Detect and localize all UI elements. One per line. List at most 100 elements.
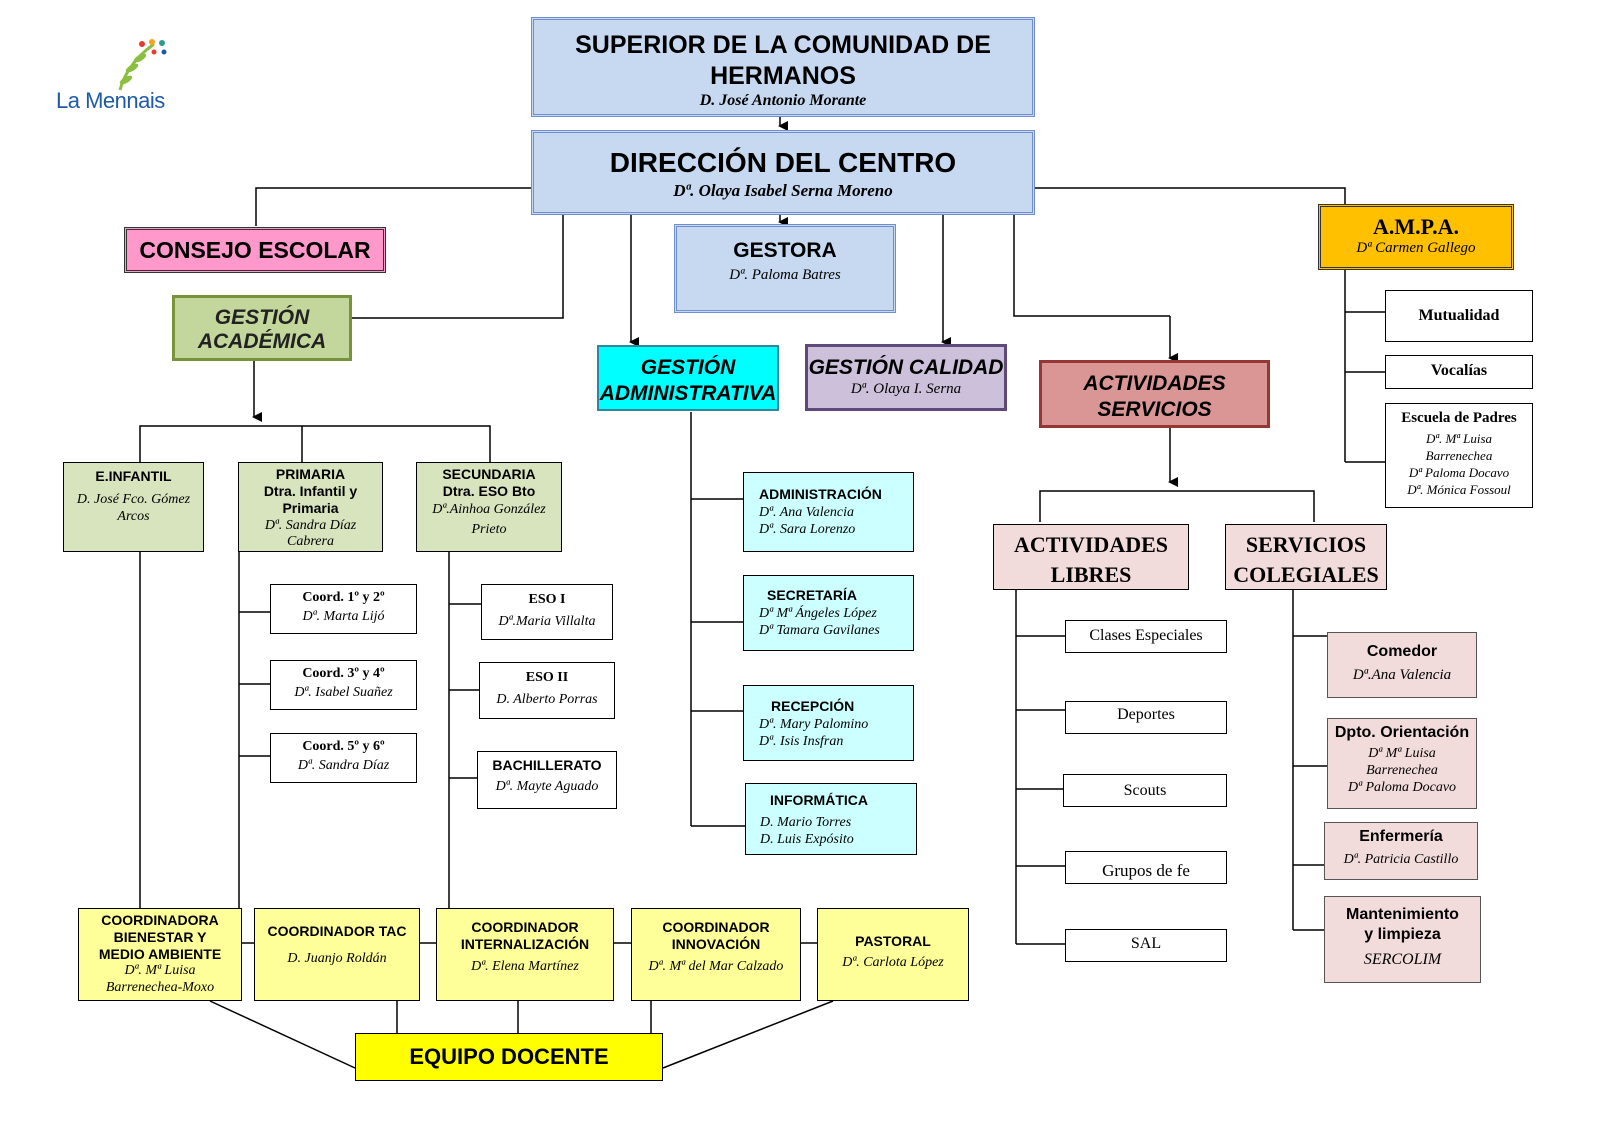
libres-item-label: Grupos de fe xyxy=(1102,861,1190,880)
coordinador-internalizacion-box: COORDINADOR INTERNALIZACIÓN Dª. Elena Ma… xyxy=(436,908,614,1001)
actividades-servicios-box: ACTIVIDADES SERVICIOS xyxy=(1039,360,1270,428)
gestion-calidad-box: GESTIÓN CALIDAD Dª. Olaya I. Serna xyxy=(805,344,1007,411)
libres-item-sal: SAL xyxy=(1065,929,1227,962)
direccion-person: Dª. Olaya Isabel Serna Moreno xyxy=(673,181,893,200)
mutualidad-label: Mutualidad xyxy=(1418,307,1500,324)
informatica-p1: D. Mario Torres xyxy=(760,815,852,830)
coordinador-tac-box: COORDINADOR TAC D. Juanjo Roldán xyxy=(254,908,420,1001)
secretaria-p2: Dª Tamara Gavilanes xyxy=(759,623,880,638)
libres-item-deportes: Deportes xyxy=(1065,701,1227,734)
escuela-padres-box: Escuela de Padres Dª. Mª Luisa Barrenech… xyxy=(1385,403,1533,508)
gestion-academica-box: GESTIÓN ACADÉMICA xyxy=(172,295,352,361)
gestion-calidad-title: GESTIÓN CALIDAD xyxy=(808,356,1004,379)
recepcion-p1: Dª. Mary Palomino xyxy=(759,717,869,732)
infantil-p1: D. José Fco. Gómez xyxy=(76,492,191,507)
actividades-libres-box: ACTIVIDADES LIBRES xyxy=(993,524,1189,590)
eso-1-person: Dª.Maria Villalta xyxy=(498,614,596,629)
eso-1-box: ESO I Dª.Maria Villalta xyxy=(481,584,613,640)
mantenimiento-p1: SERCOLIM xyxy=(1363,951,1442,968)
secundaria-t2: Dtra. ESO Bto xyxy=(442,483,536,499)
libres-item-label: Deportes xyxy=(1117,706,1175,723)
informatica-title: INFORMÁTICA xyxy=(770,792,868,808)
pastoral-p1: Dª. Carlota López xyxy=(842,955,944,970)
coord-innov-t1: COORDINADOR xyxy=(662,919,770,935)
recepcion-p2: Dª. Isis Insfran xyxy=(759,734,844,749)
actividades-servicios-line1: ACTIVIDADES xyxy=(1083,372,1226,395)
coord-3-person: Dª. Sandra Díaz xyxy=(297,758,390,773)
administracion-title: ADMINISTRACIÓN xyxy=(759,486,882,502)
coord-intern-p1: Dª. Elena Martínez xyxy=(471,959,579,974)
ampa-person: Dª Carmen Gallego xyxy=(1356,240,1476,256)
coord-primaria-3-box: Coord. 5º y 6º Dª. Sandra Díaz xyxy=(270,733,417,783)
mantenimiento-t1: Mantenimiento xyxy=(1346,906,1459,923)
coord-1-person: Dª. Marta Lijó xyxy=(302,609,385,624)
mantenimiento-box: Mantenimiento y limpieza SERCOLIM xyxy=(1324,896,1481,983)
enfermeria-title: Enfermería xyxy=(1359,828,1443,845)
coord-primaria-1-box: Coord. 1º y 2º Dª. Marta Lijó xyxy=(270,584,417,634)
primaria-p1: Dª. Sandra Díaz xyxy=(264,518,357,533)
coord-tac-t1: COORDINADOR TAC xyxy=(267,923,407,939)
equipo-docente-box: EQUIPO DOCENTE xyxy=(355,1033,663,1081)
libres-item-label: Scouts xyxy=(1123,782,1167,799)
comedor-p1: Dª.Ana Valencia xyxy=(1352,667,1452,683)
orientacion-p3: Dª Paloma Docavo xyxy=(1347,780,1457,795)
bachillerato-title: BACHILLERATO xyxy=(492,757,602,773)
mutualidad-box: Mutualidad xyxy=(1385,290,1533,342)
vocalias-box: Vocalías xyxy=(1385,355,1533,389)
coordinadora-bienestar-box: COORDINADORA BIENESTAR Y MEDIO AMBIENTE … xyxy=(78,908,242,1001)
gestion-administrativa-line2: ADMINISTRATIVA xyxy=(599,382,777,405)
coord-2-person: Dª. Isabel Suañez xyxy=(294,685,393,700)
recepcion-box: RECEPCIÓN Dª. Mary Palomino Dª. Isis Ins… xyxy=(743,685,914,761)
coord-innov-p1: Dª. Mª del Mar Calzado xyxy=(648,959,784,974)
servicios-colegiales-line1: SERVICIOS xyxy=(1245,532,1367,557)
secundaria-p2: Prieto xyxy=(471,522,507,537)
secundaria-t1: SECUNDARIA xyxy=(442,466,536,482)
infantil-title: E.INFANTIL xyxy=(95,468,172,484)
coord-3-title: Coord. 5º y 6º xyxy=(302,739,385,754)
eso-2-person: D. Alberto Porras xyxy=(496,692,598,707)
gestion-calidad-person: Dª. Olaya I. Serna xyxy=(850,381,962,397)
mantenimiento-t2: y limpieza xyxy=(1364,926,1441,943)
gestion-academica-line1: GESTIÓN xyxy=(214,306,310,329)
enfermeria-p1: Dª. Patricia Castillo xyxy=(1343,852,1459,867)
gestora-person: Dª. Paloma Batres xyxy=(729,267,841,283)
bachillerato-person: Dª. Mayte Aguado xyxy=(495,779,599,794)
primaria-p2: Cabrera xyxy=(287,534,334,549)
coord-bienestar-p1: Dª. Mª Luisa xyxy=(124,963,196,978)
la-mennais-logo xyxy=(118,39,167,91)
servicios-colegiales-line2: COLEGIALES xyxy=(1233,562,1379,587)
enfermeria-box: Enfermería Dª. Patricia Castillo xyxy=(1324,822,1478,880)
secretaria-title: SECRETARÍA xyxy=(767,587,857,603)
libres-item-grupos: Grupos de fe xyxy=(1065,851,1227,884)
administracion-p1: Dª. Ana Valencia xyxy=(759,505,854,520)
secundaria-box: SECUNDARIA Dtra. ESO Bto Dª.Ainhoa Gonzá… xyxy=(416,462,562,552)
administracion-p2: Dª. Sara Lorenzo xyxy=(759,522,856,537)
coord-1-title: Coord. 1º y 2º xyxy=(302,590,385,605)
bachillerato-box: BACHILLERATO Dª. Mayte Aguado xyxy=(477,751,617,809)
coord-innov-t2: INNOVACIÓN xyxy=(671,936,761,952)
informatica-box: INFORMÁTICA D. Mario Torres D. Luis Expó… xyxy=(745,783,917,855)
infantil-p2: Arcos xyxy=(117,509,150,524)
logo-text: La Mennais xyxy=(56,88,165,113)
actividades-servicios-line2: SERVICIOS xyxy=(1097,398,1212,421)
primaria-t3: Primaria xyxy=(282,500,339,516)
servicios-colegiales-box: SERVICIOS COLEGIALES xyxy=(1225,524,1387,590)
secretaria-box: SECRETARÍA Dª Mª Ángeles López Dª Tamara… xyxy=(743,575,914,651)
recepcion-title: RECEPCIÓN xyxy=(771,698,855,714)
escuela-p2: Barrenechea xyxy=(1425,448,1493,463)
gestora-box: GESTORA Dª. Paloma Batres xyxy=(674,224,896,313)
actividades-libres-line1: ACTIVIDADES xyxy=(1013,532,1169,557)
eso-2-title: ESO II xyxy=(525,670,569,685)
orientacion-title: Dpto. Orientación xyxy=(1334,724,1470,741)
orientacion-p2: Barrenechea xyxy=(1366,763,1438,778)
escuela-p1: Dª. Mª Luisa xyxy=(1425,431,1493,446)
orientacion-box: Dpto. Orientación Dª Mª Luisa Barreneche… xyxy=(1327,718,1477,809)
direccion-box: DIRECCIÓN DEL CENTRO Dª. Olaya Isabel Se… xyxy=(531,130,1035,215)
consejo-title: CONSEJO ESCOLAR xyxy=(139,237,371,263)
gestora-title: GESTORA xyxy=(733,239,837,262)
comedor-box: Comedor Dª.Ana Valencia xyxy=(1327,632,1477,698)
vocalias-label: Vocalías xyxy=(1430,362,1488,379)
escuela-title: Escuela de Padres xyxy=(1401,410,1517,426)
libres-item-label: Clases Especiales xyxy=(1089,627,1203,644)
